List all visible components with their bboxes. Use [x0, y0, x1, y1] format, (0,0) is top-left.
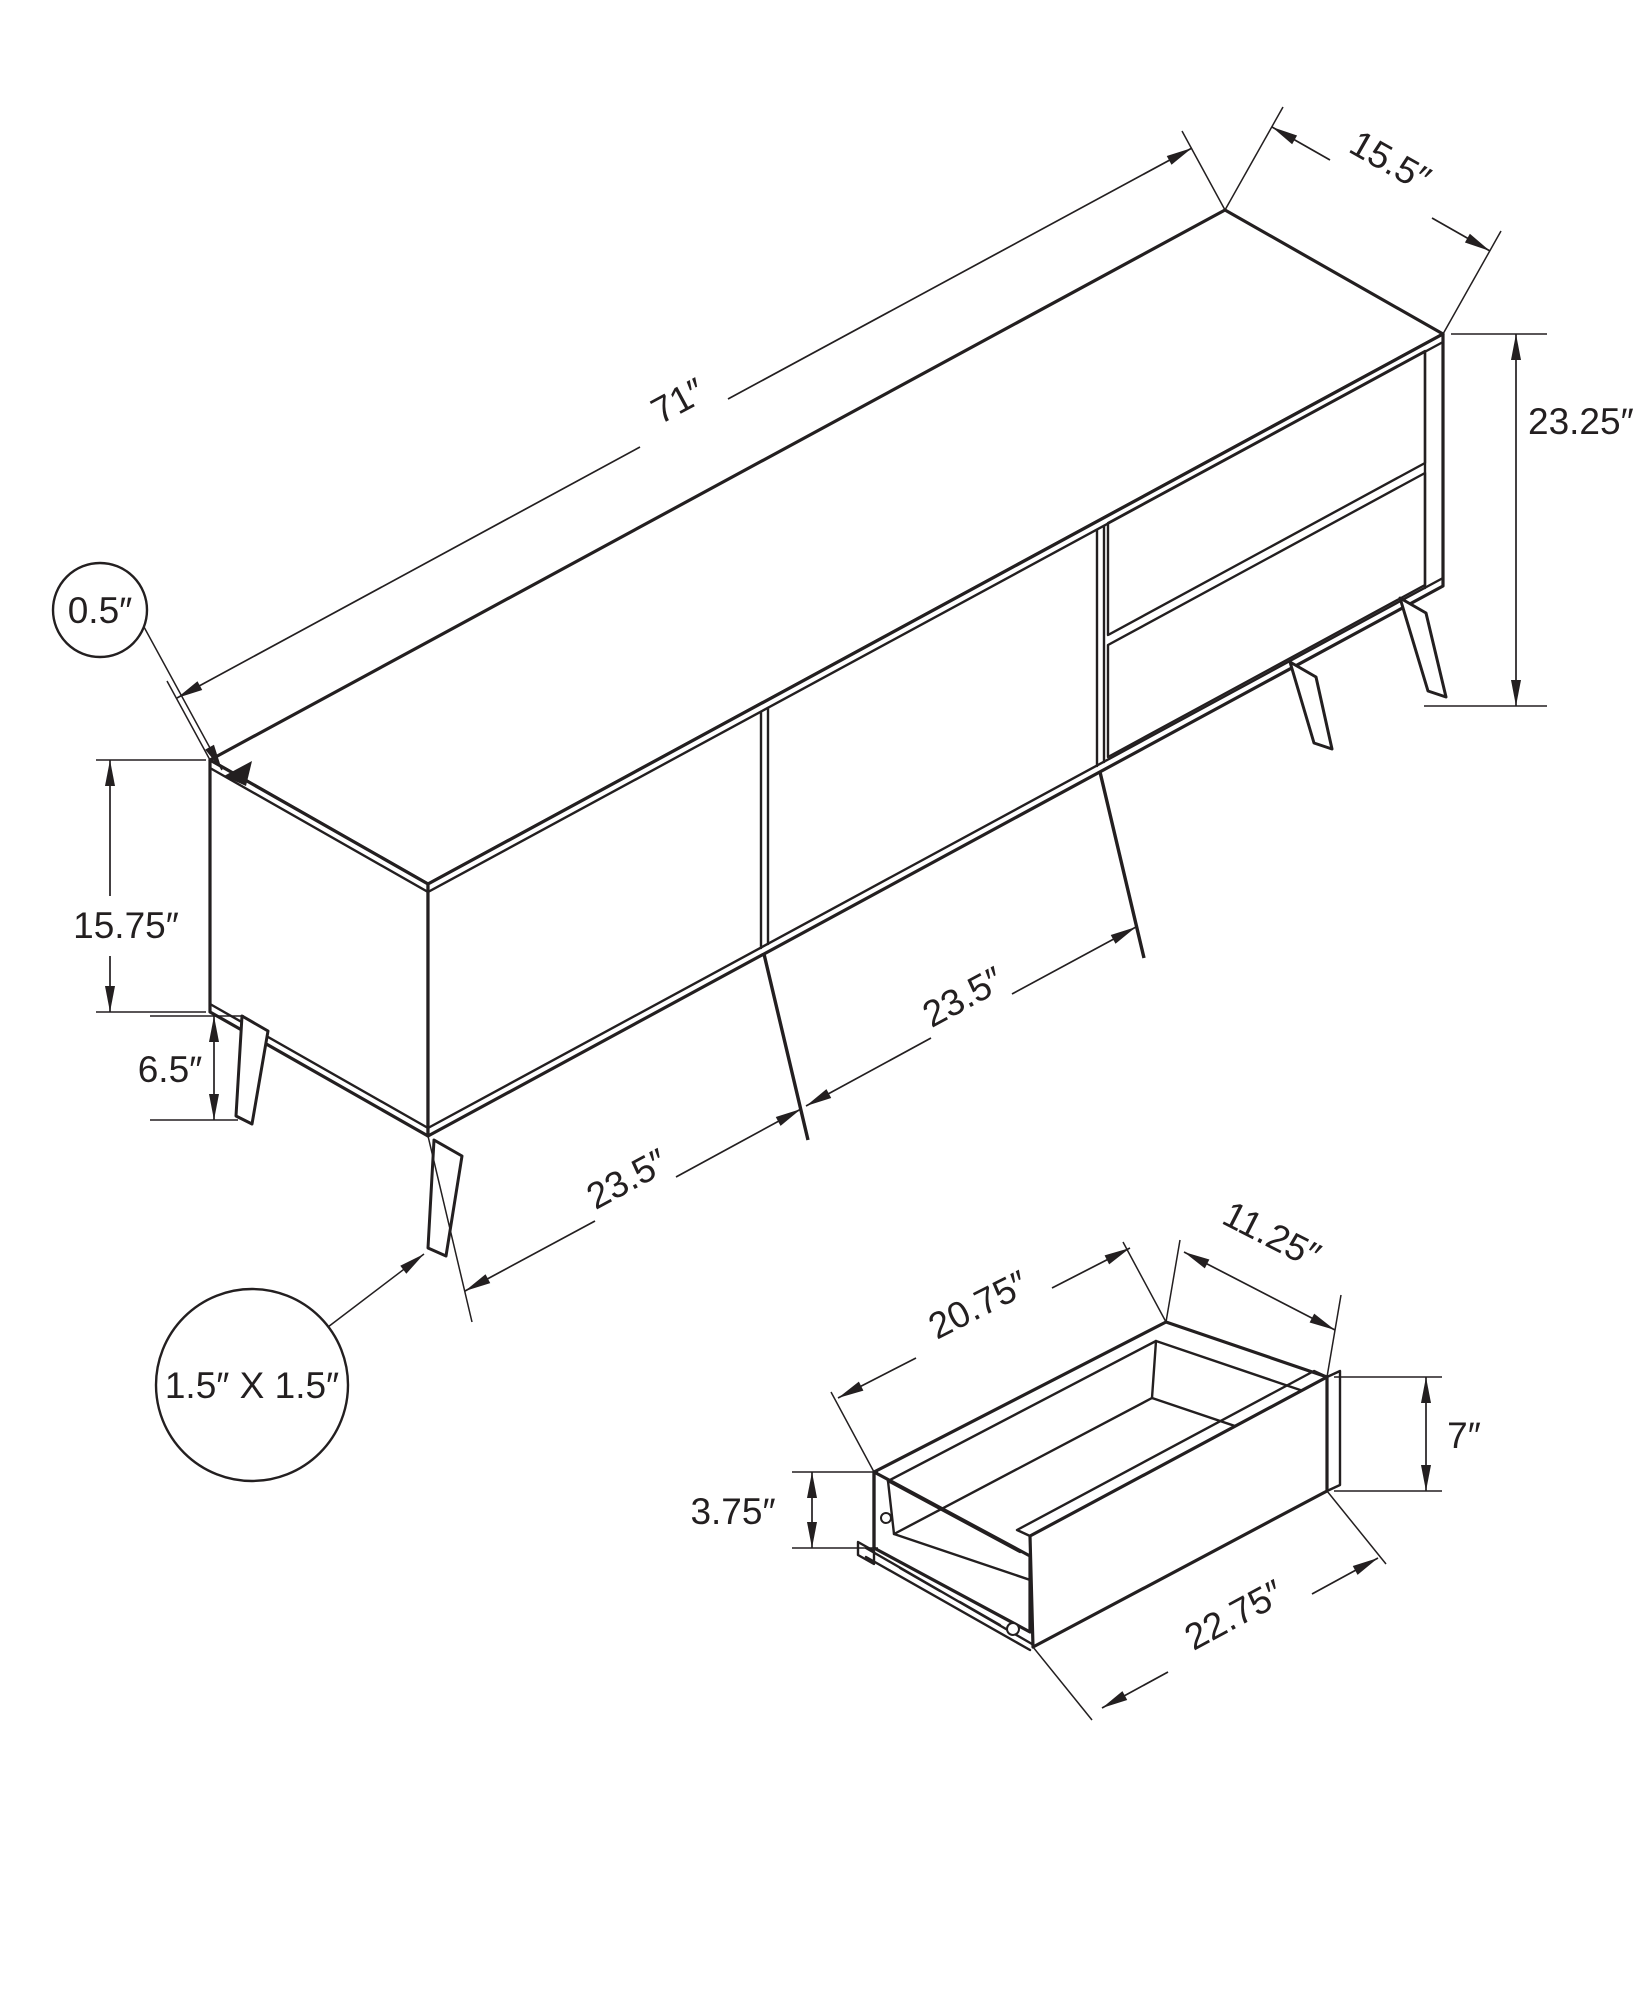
leg-right-front	[1288, 660, 1334, 751]
callout-top-thickness: 0.5″	[51, 561, 223, 771]
screw-hole-1	[880, 1512, 892, 1524]
label-drawer-depth: 11.25″	[1217, 1193, 1327, 1276]
dim-leg-height-6-5: 6.5″	[138, 1015, 244, 1121]
leg-right-back	[1398, 596, 1448, 699]
label-overall-height: 23.25″	[1528, 401, 1634, 442]
drawer-left-side	[872, 1470, 1032, 1634]
leg-left-back	[234, 1014, 270, 1126]
label-leg-height: 6.5″	[138, 1049, 203, 1090]
top-thickness-circle	[51, 561, 149, 659]
tv-stand-isometric-view	[208, 208, 1448, 1258]
label-drawer-front-height: 7″	[1447, 1415, 1481, 1456]
label-top-thickness: 0.5″	[68, 590, 133, 631]
drawer-inner-left-rim	[886, 1479, 1022, 1554]
dim-cabinet-height-15-75: 15.75″	[73, 759, 206, 1013]
leg-size-circle	[154, 1287, 350, 1483]
base-edge-front	[426, 576, 1445, 1130]
top-slab-edge-left	[208, 766, 430, 894]
dim-overall-height-23-25: 23.25″	[1424, 333, 1634, 707]
dim-drawer-depth-11-25: 11.25″	[1165, 1193, 1342, 1378]
label-cabinet-height: 15.75″	[73, 905, 179, 946]
label-drawer-front-width: 22.75″	[1178, 1572, 1290, 1658]
dim-drawer-front-height-7: 7″	[1334, 1376, 1481, 1492]
door-divider-1	[759, 706, 770, 950]
drawer-front-panel-top	[1015, 1369, 1329, 1538]
drawer-inner-corner-back-right	[1150, 1339, 1158, 1400]
callout-leg-size: 1.5″ X 1.5″	[154, 1253, 425, 1483]
screw-hole-2	[1006, 1622, 1020, 1636]
drawer-inner-corner-back-left	[886, 1479, 896, 1536]
label-depth: 15.5″	[1343, 122, 1437, 200]
front-face	[426, 332, 1445, 1138]
dim-drawer-length-20-75: 20.75″	[830, 1241, 1167, 1473]
door-divider-2	[1095, 524, 1106, 768]
corner-arrow-icon	[224, 761, 252, 786]
drawer-isometric-view	[856, 1320, 1342, 1652]
dim-drawer-side-height-3-75: 3.75″	[690, 1471, 878, 1549]
drawer-front-panel-end	[1325, 1369, 1342, 1493]
label-door2-width: 23.5″	[916, 959, 1010, 1036]
label-drawer-length: 20.75″	[922, 1263, 1035, 1348]
lower-drawer-front	[1106, 471, 1427, 759]
upper-drawer-front	[1106, 349, 1427, 637]
label-door1-width: 23.5″	[580, 1141, 674, 1218]
label-drawer-side-height: 3.75″	[690, 1491, 775, 1532]
label-leg-size: 1.5″ X 1.5″	[165, 1365, 339, 1406]
label-width: 71″	[644, 370, 711, 432]
